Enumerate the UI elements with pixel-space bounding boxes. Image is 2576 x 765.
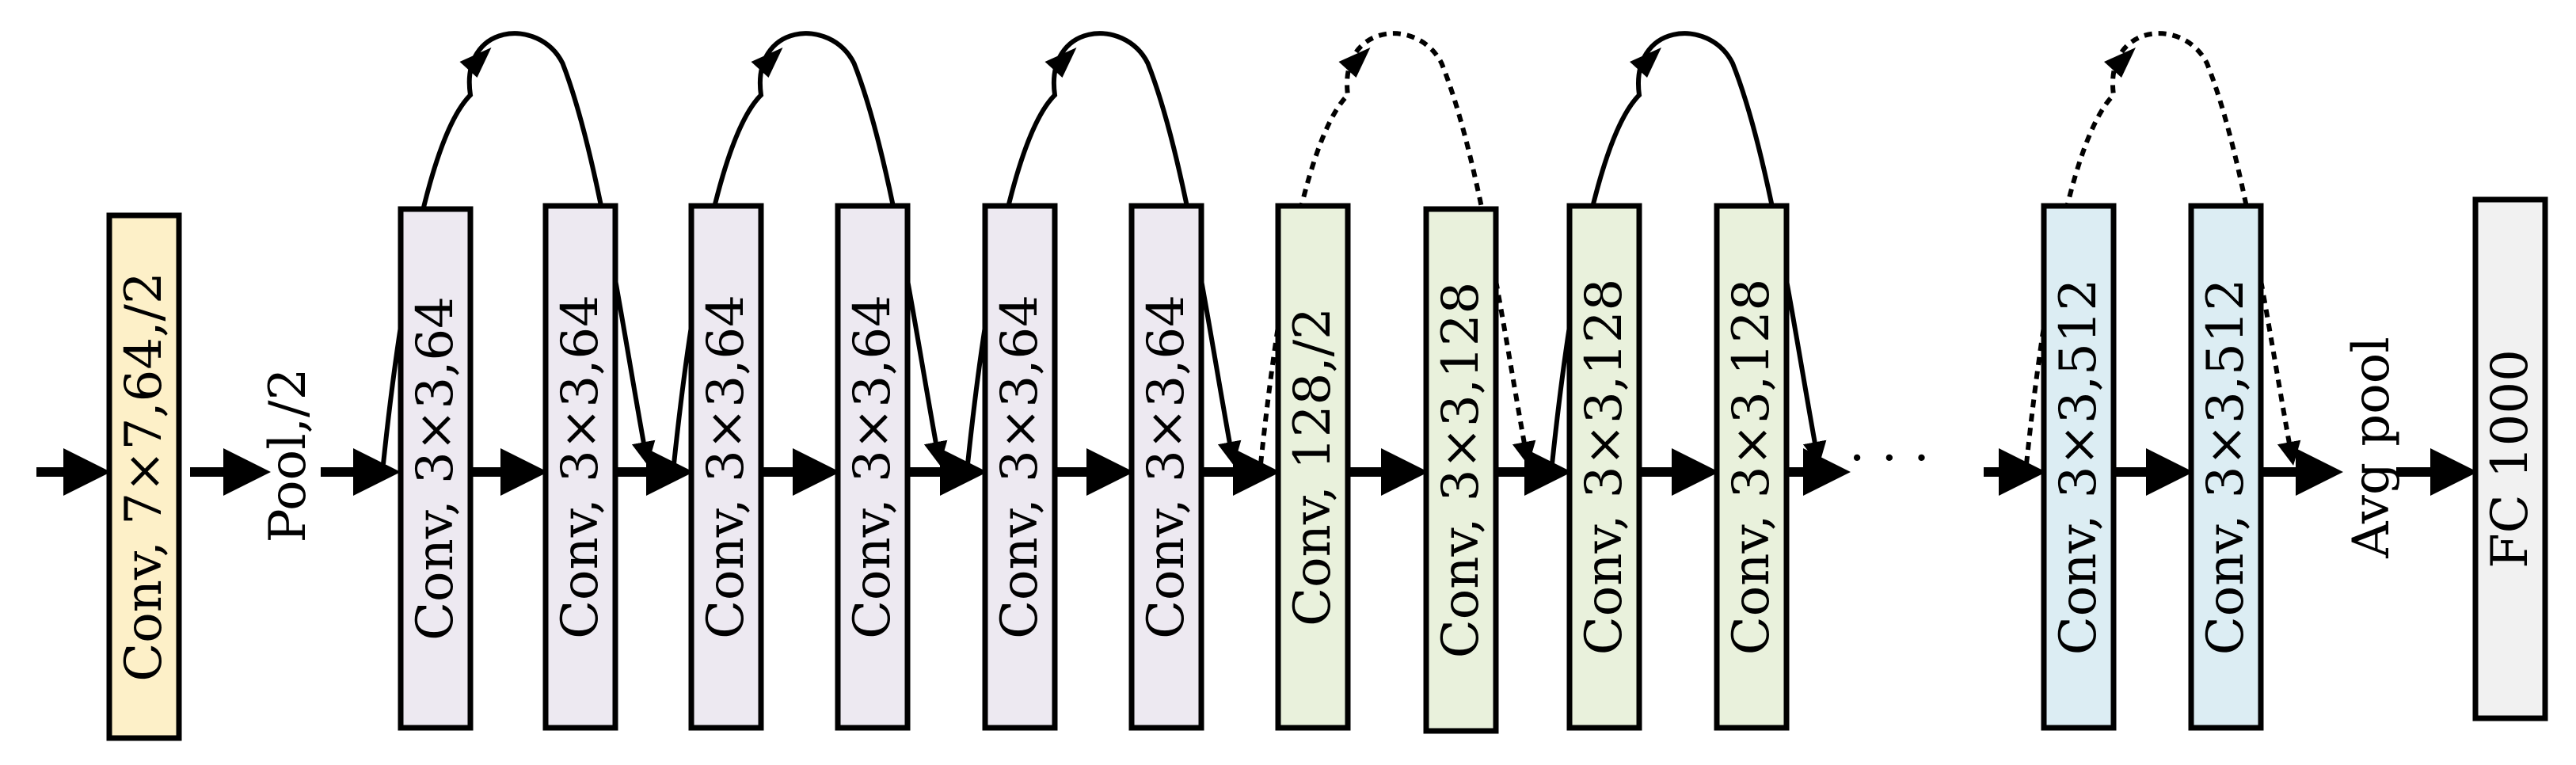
- layer-block: Conv, 3×3,128: [1714, 203, 1790, 731]
- layer-block-label: Conv, 3×3,512: [2049, 279, 2108, 656]
- layer-block-rect: [688, 203, 764, 731]
- skip-arrowhead-top: [1630, 48, 1661, 78]
- layer-block-label: Conv, 3×3,128: [1722, 279, 1781, 656]
- layer-blocks: Conv, 7×7,64,/2 Conv, 3×3,64 Conv, 3×3,64 C…: [106, 196, 2548, 741]
- ellipsis: · · ·: [1849, 429, 1930, 488]
- layer-block-label: Conv, 3×3,128: [1575, 279, 1634, 656]
- layer-block-label: Conv, 3×3,64: [697, 295, 755, 639]
- layer-block-rect: [1566, 203, 1642, 731]
- skip-arrowhead-top: [1338, 48, 1371, 78]
- layer-block-rect: [542, 203, 618, 731]
- layer-block-label: Conv, 3×3,64: [551, 295, 610, 639]
- layer-block-rect: [1714, 203, 1790, 731]
- skip-arrowhead-top: [751, 48, 783, 78]
- layer-block-label: Conv, 3×3,512: [2197, 279, 2255, 656]
- pool-label: Pool,/2: [259, 368, 318, 543]
- layer-block-rect: [1128, 203, 1204, 731]
- layer-block: Conv, 3×3,64: [982, 203, 1058, 731]
- layer-block: Conv, 3×3,64: [688, 203, 764, 731]
- layer-block-label: Conv, 3×3,128: [1432, 282, 1490, 659]
- layer-block: Conv, 3×3,512: [2188, 203, 2264, 731]
- layer-block-rect: [1275, 203, 1351, 731]
- layer-block-rect: [398, 206, 474, 731]
- skip-arrowhead-top: [459, 48, 492, 78]
- layer-block-label: Conv, 3×3,64: [991, 295, 1049, 639]
- layer-block-label: FC 1000: [2481, 349, 2540, 569]
- layer-block-label: Conv, 7×7,64,/2: [115, 272, 173, 681]
- layer-block-rect: [2472, 196, 2548, 721]
- layer-block-rect: [2041, 203, 2117, 731]
- layer-block: FC 1000: [2472, 196, 2548, 721]
- layer-block-rect: [106, 212, 182, 741]
- layer-block-label: Conv, 3×3,64: [843, 295, 902, 639]
- layer-block: Conv, 3×3,64: [542, 203, 618, 731]
- avgpool-label: Avg pool: [2342, 337, 2401, 559]
- layer-block: Conv, 3×3,512: [2041, 203, 2117, 731]
- layer-block-label: Conv, 3×3,64: [406, 296, 465, 641]
- layer-block: Conv, 128,/2: [1275, 203, 1351, 731]
- layer-block-rect: [982, 203, 1058, 731]
- skip-arrowhead-top: [2104, 48, 2136, 78]
- layer-block-rect: [835, 203, 911, 731]
- layer-block: Conv, 3×3,64: [835, 203, 911, 731]
- layer-block-rect: [2188, 203, 2264, 731]
- skip-arrowhead-top: [1044, 48, 1077, 78]
- layer-block: Conv, 3×3,128: [1423, 206, 1499, 734]
- layer-block: Conv, 3×3,64: [1128, 203, 1204, 731]
- layer-block-label: Conv, 3×3,64: [1137, 295, 1196, 639]
- layer-block: Conv, 3×3,64: [398, 206, 474, 731]
- layer-block-rect: [1423, 206, 1499, 734]
- layer-block: Conv, 3×3,128: [1566, 203, 1642, 731]
- layer-block: Conv, 7×7,64,/2: [106, 212, 182, 741]
- layer-block-label: Conv, 128,/2: [1284, 307, 1342, 626]
